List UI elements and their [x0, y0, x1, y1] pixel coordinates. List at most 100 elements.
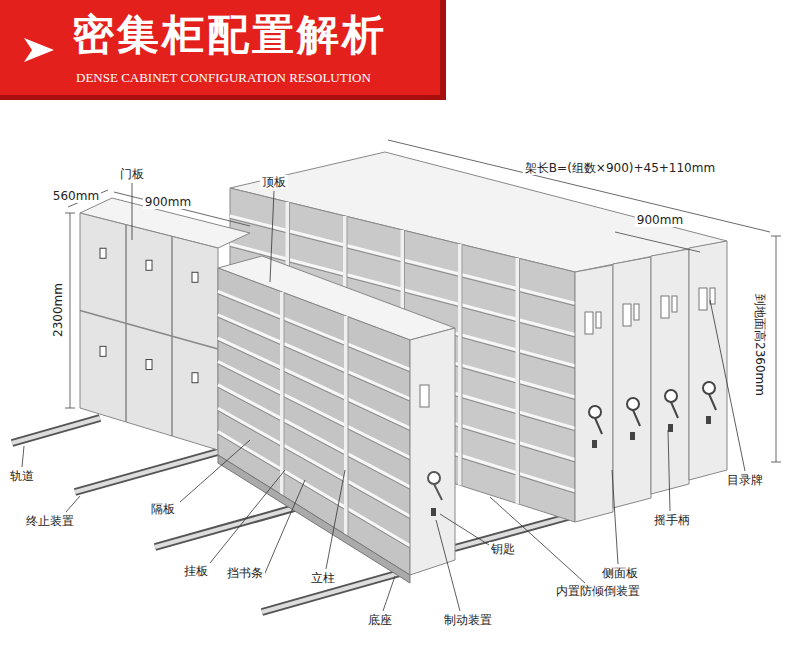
rail	[12, 418, 100, 443]
side-panels	[575, 241, 727, 522]
part-label: 2300mm	[51, 281, 65, 339]
part-label: 内置防倾倒装置	[554, 584, 642, 598]
door-lock	[192, 272, 198, 282]
directory-card	[596, 312, 601, 328]
part-label: 到地面高2360mm	[753, 292, 767, 398]
leader-lines	[22, 183, 745, 611]
part-label: 隔板	[149, 502, 177, 516]
upright-edge	[284, 292, 285, 495]
part-label: 目录牌	[725, 473, 765, 487]
part-label: 摇手柄	[652, 513, 692, 527]
part-label: 挡书条	[225, 566, 265, 580]
banner-shadow	[0, 0, 446, 100]
part-label: 底座	[366, 613, 394, 627]
leader-line	[326, 470, 345, 569]
part-label: 架长B=(组数×900)+45+110mm	[523, 161, 717, 175]
upright-column	[280, 292, 284, 495]
upright-edge	[519, 258, 520, 504]
shelf-grid	[218, 291, 410, 548]
leader-line	[210, 470, 285, 563]
key	[592, 440, 597, 448]
upright-edge	[348, 316, 349, 535]
leader-line	[612, 470, 618, 564]
shelf-edge	[218, 317, 410, 401]
dimension-line	[776, 236, 777, 462]
leader-line	[66, 496, 80, 512]
side-panel	[575, 265, 613, 522]
door-face	[80, 213, 218, 450]
directory-card	[699, 288, 707, 310]
leader-line	[262, 480, 305, 580]
shelf-edge	[218, 341, 410, 431]
key	[630, 432, 635, 440]
part-label: 门板	[118, 167, 146, 181]
leader-line	[270, 191, 274, 282]
part-label: 900mm	[635, 213, 685, 227]
handle-lock	[428, 472, 440, 484]
shelf-edge	[218, 294, 410, 372]
leader-line	[710, 300, 745, 471]
part-label: 900mm	[143, 195, 193, 209]
crank-handle	[434, 484, 442, 500]
crank-handle	[595, 418, 602, 434]
dimension-line	[615, 232, 700, 252]
part-label: 顶板	[260, 175, 288, 189]
rail	[12, 418, 100, 443]
door-lock	[146, 260, 152, 270]
directory-card	[623, 304, 631, 326]
side-panel	[651, 249, 689, 494]
part-label: 侧面板	[600, 566, 640, 580]
dimension-line	[388, 140, 770, 232]
shelf	[218, 408, 410, 516]
doors	[80, 225, 218, 436]
leader-line	[440, 514, 489, 545]
crank-handle	[709, 394, 716, 410]
rail	[75, 450, 225, 492]
shelf	[218, 338, 410, 428]
door-lock	[192, 373, 198, 383]
upright-column	[458, 244, 462, 485]
door-seam	[80, 311, 218, 350]
part-label: 终止装置	[24, 514, 76, 528]
leader-line	[436, 520, 460, 611]
door-lock	[146, 360, 152, 370]
directory-card	[634, 304, 639, 320]
directory-card	[710, 288, 715, 304]
side-panel	[689, 241, 727, 480]
directory-card	[420, 385, 429, 407]
dimension-tick	[771, 462, 781, 463]
handle-lock	[703, 382, 715, 394]
part-label: 轨道	[8, 469, 36, 483]
dimension-tick	[65, 408, 75, 409]
dimension-tick	[771, 236, 781, 237]
handle-lock	[589, 406, 601, 418]
directory-card	[672, 296, 677, 312]
part-label: 挂板	[182, 564, 210, 578]
handle-lock	[665, 390, 677, 402]
dimension-tick	[65, 213, 75, 214]
door-lock	[100, 248, 106, 258]
base	[218, 455, 410, 583]
banner-arrow	[24, 38, 54, 62]
dimension-line	[70, 213, 71, 408]
shelf-edge	[218, 411, 410, 519]
shelf-edge	[218, 364, 410, 460]
shelf	[218, 432, 410, 546]
upright-edge	[462, 244, 463, 485]
door-lock	[100, 346, 106, 356]
banner	[0, 0, 440, 95]
shelf	[218, 385, 410, 487]
rail	[75, 450, 225, 492]
handle-lock	[627, 398, 639, 410]
leader-line	[22, 446, 24, 467]
side-panel	[613, 257, 651, 508]
upright-column	[516, 258, 520, 504]
leader-line	[490, 497, 585, 583]
shelf-edge	[218, 434, 410, 548]
title: 密集柜配置解析	[72, 8, 387, 62]
leader-line	[132, 183, 133, 240]
dimension-lines	[65, 140, 781, 462]
leader-line	[180, 440, 250, 502]
key	[431, 508, 436, 516]
